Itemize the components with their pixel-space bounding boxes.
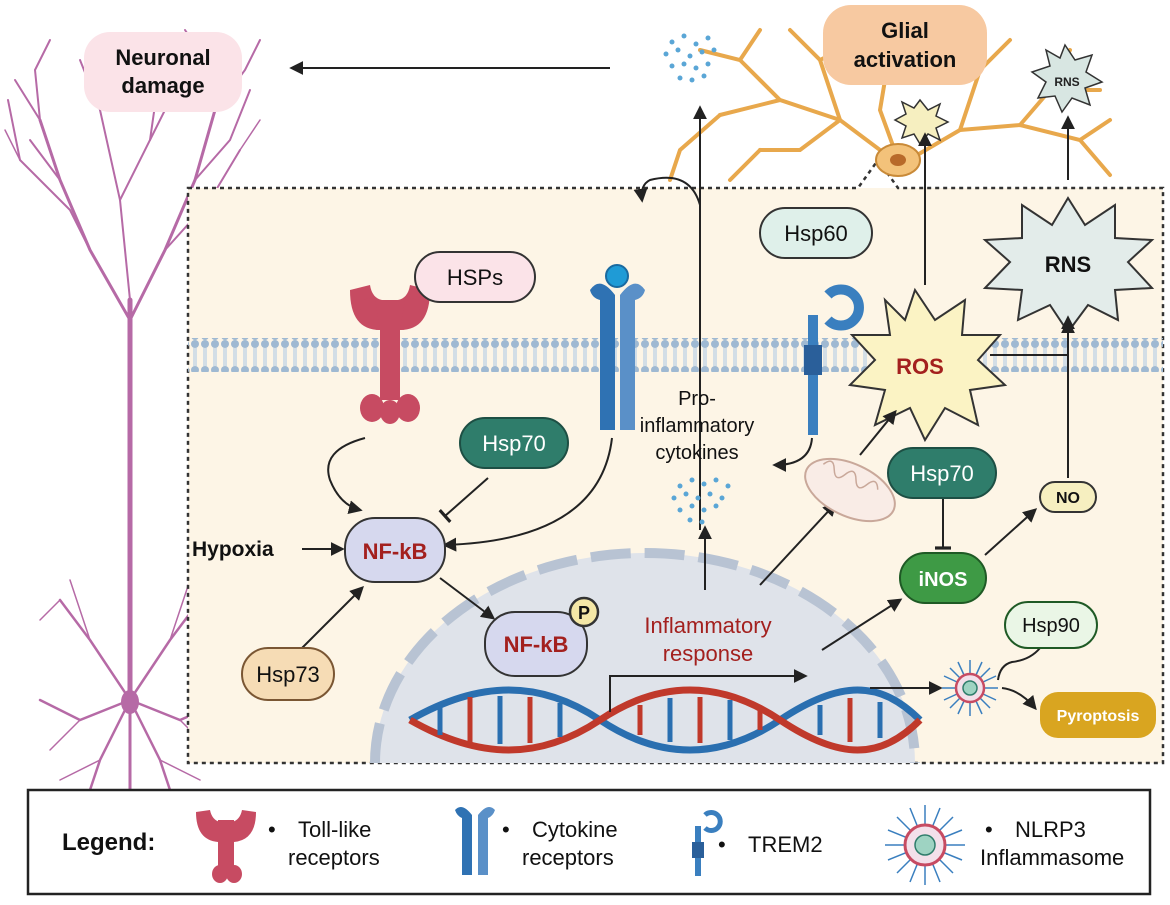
legend-cyt-line1: Cytokine: [532, 817, 618, 842]
glial-activation-line2: activation: [854, 47, 957, 72]
legend-title: Legend:: [62, 829, 155, 856]
pyroptosis-node: [1040, 692, 1156, 738]
rns-small-star: [1030, 43, 1104, 114]
glial-activation-line1: Glial: [881, 18, 929, 43]
hsp90-label: Hsp90: [1022, 615, 1080, 637]
no-node: [1039, 481, 1097, 513]
hsp70-top-pill: [459, 417, 569, 469]
legend-bullet-nlrp3: •: [985, 817, 993, 842]
cell-dashed-border: [186, 157, 1165, 765]
mitochondrion: [804, 457, 896, 523]
nuclear-envelope: [370, 548, 920, 763]
hsp60-label: Hsp60: [784, 221, 848, 246]
nfkb-label: NF-kB: [363, 539, 428, 564]
arrow-nfkb-phosphorylation: [439, 577, 496, 620]
legend-bullet-trem2: •: [718, 832, 726, 857]
legend-nlrp3-line1: NLRP3: [1015, 817, 1086, 842]
hsp70-right-label: Hsp70: [910, 461, 974, 486]
arrow-response-to-mito: [759, 501, 837, 586]
hsp90-link: [997, 647, 1041, 681]
legend-box: [26, 788, 1152, 896]
hsp90-pill: [1004, 601, 1098, 649]
neuronal-damage-line2: damage: [121, 73, 204, 98]
hypoxia-label: Hypoxia: [192, 538, 274, 561]
hsp70-top-label: Hsp70: [482, 431, 546, 456]
nfkb-p-label: NF-kB: [504, 632, 569, 657]
legend-cyt-line2: receptors: [522, 845, 614, 870]
arrow-cytreceptor-to-nfkb: [442, 437, 613, 552]
neuronal-damage-box: [84, 32, 242, 112]
hsp70-right-pill: [887, 447, 997, 499]
arrow-mito-to-ros: [859, 409, 897, 456]
trem2-receptor: [804, 284, 864, 435]
glial-nucleus: [890, 154, 906, 166]
legend-trem2-label: TREM2: [748, 832, 823, 857]
inos-node: [899, 552, 987, 604]
legend-nlrp3-line2: Inflammasome: [980, 845, 1124, 870]
nfkb-node: [344, 517, 446, 583]
rns-label: RNS: [1045, 252, 1091, 277]
dna-helix: [408, 686, 923, 754]
legend-nlrp3-icon: [885, 805, 965, 885]
legend-tlr-line2: receptors: [288, 845, 380, 870]
ros-small-star: [893, 98, 950, 146]
legend-tlr-line1: Toll-like: [298, 817, 371, 842]
arrow-inos-to-no: [984, 508, 1038, 556]
glial-activation-box: [823, 5, 987, 85]
legend-bullet-cyt: •: [502, 817, 510, 842]
ros-label: ROS: [896, 354, 944, 379]
hsps-label: HSPs: [447, 265, 503, 290]
cytokines-line3: cytokines: [655, 442, 738, 464]
hsps-pill: [414, 251, 536, 303]
cytokine-cluster-bottom: [671, 477, 731, 525]
nlrp3-inflammasome: [942, 660, 998, 716]
arrow-nlrp3-to-pyroptosis: [1001, 687, 1037, 711]
inflammatory-response-line2: response: [663, 641, 754, 666]
no-label: NO: [1056, 490, 1080, 507]
arrow-response-to-inos: [821, 598, 903, 651]
arrow-hsp73-to-nfkb: [299, 586, 364, 651]
arrow-to-cytokine-receptor: [633, 176, 701, 206]
legend-trem2-icon: [692, 810, 723, 876]
cytokine-cluster-top: [663, 33, 717, 83]
cytokines-line2: inflammatory: [640, 415, 754, 437]
pyroptosis-label: Pyroptosis: [1057, 708, 1140, 725]
arrow-tlr-to-nfkb: [327, 437, 366, 515]
phosphate-label: P: [578, 603, 590, 623]
inflammatory-response-line1: Inflammatory: [644, 613, 771, 638]
hsp60-pill: [759, 207, 873, 259]
inos-label: iNOS: [919, 569, 968, 591]
neuron-soma: [121, 690, 139, 714]
nfkb-p-node: [484, 611, 588, 677]
toll-like-receptor: [350, 285, 430, 424]
hsp73-pill: [241, 647, 335, 701]
nucleus: [375, 553, 915, 763]
cytokines-line1: Pro-: [678, 388, 716, 410]
rns-small-label: RNS: [1054, 75, 1079, 89]
ros-star: [847, 287, 1008, 443]
inhibit-hsp70-nfkb: [438, 477, 489, 524]
hsp73-label: Hsp73: [256, 662, 320, 687]
phosphate-circle: [568, 596, 600, 628]
legend-cytokine-receptor-icon: [455, 806, 495, 875]
transcription-arrow: [609, 669, 808, 712]
legend-bullet-tlr: •: [268, 817, 276, 842]
neuronal-damage-line1: Neuronal: [115, 45, 210, 70]
cytokine-receptor: [590, 264, 645, 430]
legend-tlr-icon: [196, 810, 256, 883]
arrow-trem2-to-cytokines: [772, 437, 813, 472]
